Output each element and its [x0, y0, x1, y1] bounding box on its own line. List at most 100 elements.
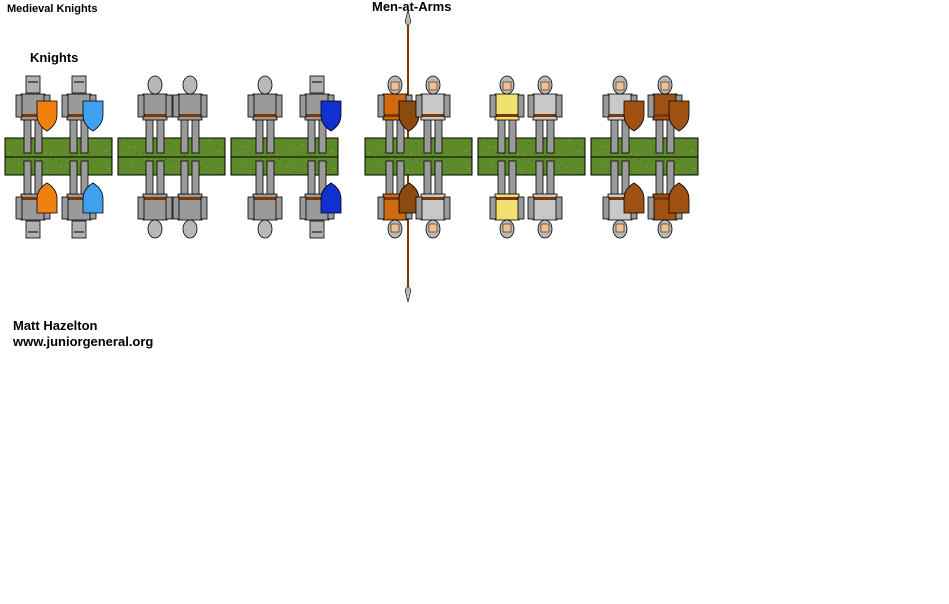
grass-texture: [480, 140, 482, 141]
arm: [247, 196, 255, 220]
grass-texture: [594, 152, 596, 153]
grass-texture: [615, 153, 617, 154]
figure: [415, 75, 451, 154]
grass-texture: [689, 146, 691, 147]
leg: [497, 160, 506, 197]
belt: [608, 114, 632, 117]
grass-texture: [654, 171, 656, 172]
shield: [36, 182, 58, 214]
figure-mirrored: [527, 160, 563, 239]
grass-texture: [326, 162, 328, 163]
grass-texture: [375, 146, 377, 147]
grass-texture: [200, 167, 202, 168]
belt: [653, 197, 677, 200]
grass-texture: [418, 160, 420, 161]
grass-texture: [294, 171, 296, 172]
leg: [23, 117, 32, 154]
figure-mirrored: [415, 160, 451, 239]
leg: [434, 160, 443, 197]
shield: [320, 182, 342, 214]
grass-texture: [368, 152, 370, 153]
grass-texture: [184, 155, 186, 156]
figure: [527, 75, 563, 154]
arm: [527, 196, 535, 220]
arm: [555, 196, 563, 220]
spear-head-bottom: [404, 285, 412, 303]
grass-texture: [63, 149, 65, 150]
grass-texture: [494, 147, 496, 148]
grass-texture: [560, 167, 562, 168]
grass-texture: [289, 149, 291, 150]
arm: [15, 196, 23, 220]
grass-texture: [557, 150, 559, 151]
face: [615, 81, 625, 91]
figure-base: [4, 137, 113, 176]
belt: [421, 197, 445, 200]
grass-texture: [120, 140, 122, 141]
face: [390, 223, 400, 233]
grass-texture: [510, 159, 512, 160]
leg: [145, 117, 154, 154]
grass-texture: [58, 160, 60, 161]
grass-texture: [507, 142, 509, 143]
grass-texture: [42, 148, 44, 149]
belt: [383, 197, 407, 200]
shield: [668, 182, 690, 214]
arm: [517, 196, 525, 220]
shield: [623, 100, 645, 132]
grass-texture: [155, 148, 157, 149]
grass-texture: [270, 153, 272, 154]
grass-texture: [523, 154, 525, 155]
arm: [275, 196, 283, 220]
grass-texture: [168, 143, 170, 144]
grass-texture: [18, 163, 20, 164]
helmet: [257, 75, 273, 95]
grass-texture: [31, 158, 33, 159]
grass-texture: [15, 146, 17, 147]
grass-texture: [609, 152, 611, 153]
grass-texture: [373, 141, 375, 142]
grass-texture: [103, 146, 105, 147]
grass-texture: [157, 153, 159, 154]
grass-texture: [686, 162, 688, 163]
grass-texture: [52, 159, 54, 160]
face: [502, 81, 512, 91]
leg: [307, 117, 316, 154]
grass-texture: [171, 160, 173, 161]
leg: [423, 117, 432, 154]
grass-texture: [89, 172, 91, 173]
grass-texture: [241, 146, 243, 147]
face: [502, 223, 512, 233]
grass-texture: [481, 152, 483, 153]
face: [540, 81, 550, 91]
figure: [247, 75, 283, 154]
grass-texture: [531, 160, 533, 161]
grass-texture: [455, 140, 457, 141]
grass-texture: [573, 162, 575, 163]
section-label-knights: Knights: [30, 50, 79, 65]
grass-texture: [221, 168, 223, 169]
grass-texture: [165, 159, 167, 160]
grass-texture: [599, 141, 601, 142]
grass-texture: [128, 146, 130, 147]
grass-texture: [389, 153, 391, 154]
grass-texture: [394, 142, 396, 143]
belt: [421, 114, 445, 117]
section-label-men-at-arms: Men-at-Arms: [372, 0, 452, 14]
leg: [191, 117, 200, 154]
grass-texture: [105, 151, 107, 152]
figure-mirrored: [61, 160, 104, 239]
face: [660, 81, 670, 91]
figure: [602, 75, 645, 154]
grass-texture: [66, 166, 68, 167]
grass-texture: [126, 141, 128, 142]
grass-texture: [334, 168, 336, 169]
figure: [15, 75, 58, 154]
grass-texture: [601, 146, 603, 147]
grass-texture: [633, 170, 635, 171]
arm: [165, 196, 173, 220]
figure-mirrored: [647, 160, 690, 239]
figure-mirrored: [299, 160, 342, 239]
belt: [178, 197, 202, 200]
